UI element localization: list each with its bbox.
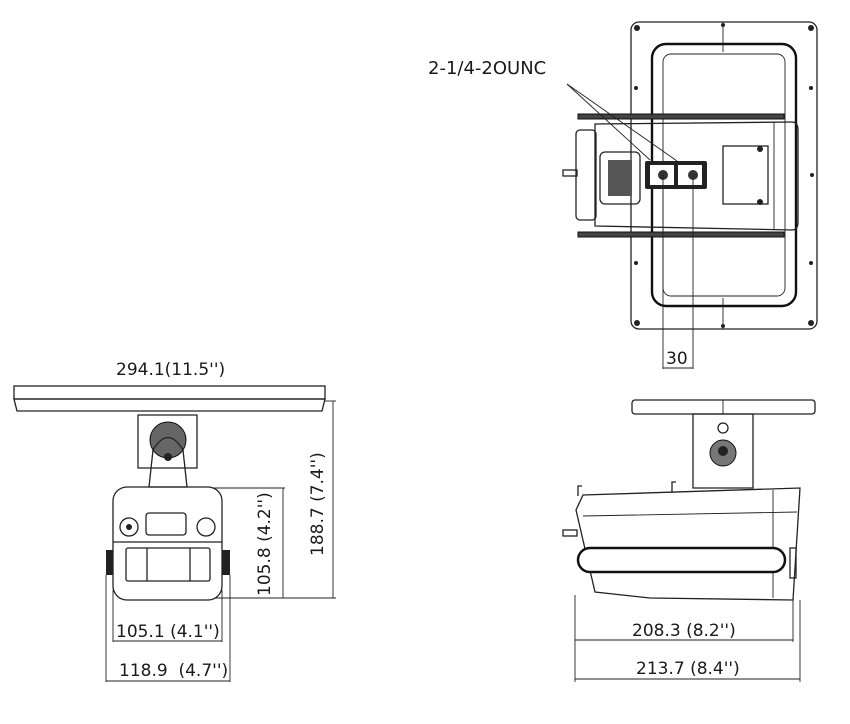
ir-led-icon — [196, 517, 216, 537]
housing-length-label: 208.3 (8.2'') — [632, 621, 736, 641]
front-view — [13, 385, 336, 682]
connector — [599, 151, 641, 205]
mount-width-label: 294.1(11.5'') — [116, 360, 226, 380]
camera-body-side — [575, 487, 801, 601]
top-view — [562, 21, 818, 369]
mount-plate-side — [631, 399, 816, 415]
stud — [562, 169, 578, 177]
housing-height-label: 105.8 (4.2'') — [255, 492, 275, 596]
cover-plate — [722, 145, 769, 205]
rail-top — [577, 113, 785, 120]
total-height-label: 188.7 (7.4'') — [308, 452, 328, 556]
bracket — [137, 414, 198, 469]
camera-body-top — [594, 121, 799, 231]
hole-spacing-label: 30 — [666, 349, 688, 369]
overall-width-label: 118.9 (4.7'') — [119, 661, 229, 681]
end-cap — [575, 129, 597, 221]
lens-icon — [119, 517, 139, 537]
side-view — [562, 399, 816, 682]
thread-spec-label: 2-1/4-2OUNC — [428, 58, 547, 79]
overall-length-label: 213.7 (8.4'') — [636, 659, 740, 679]
sensor-window — [145, 512, 187, 536]
camera-housing-front — [112, 486, 223, 601]
sunshield-bar — [576, 546, 787, 574]
bracket-side — [692, 413, 754, 489]
rail-bottom — [577, 231, 785, 238]
mount-plate-front — [13, 385, 326, 400]
housing-width-label: 105.1 (4.1'') — [116, 622, 220, 642]
